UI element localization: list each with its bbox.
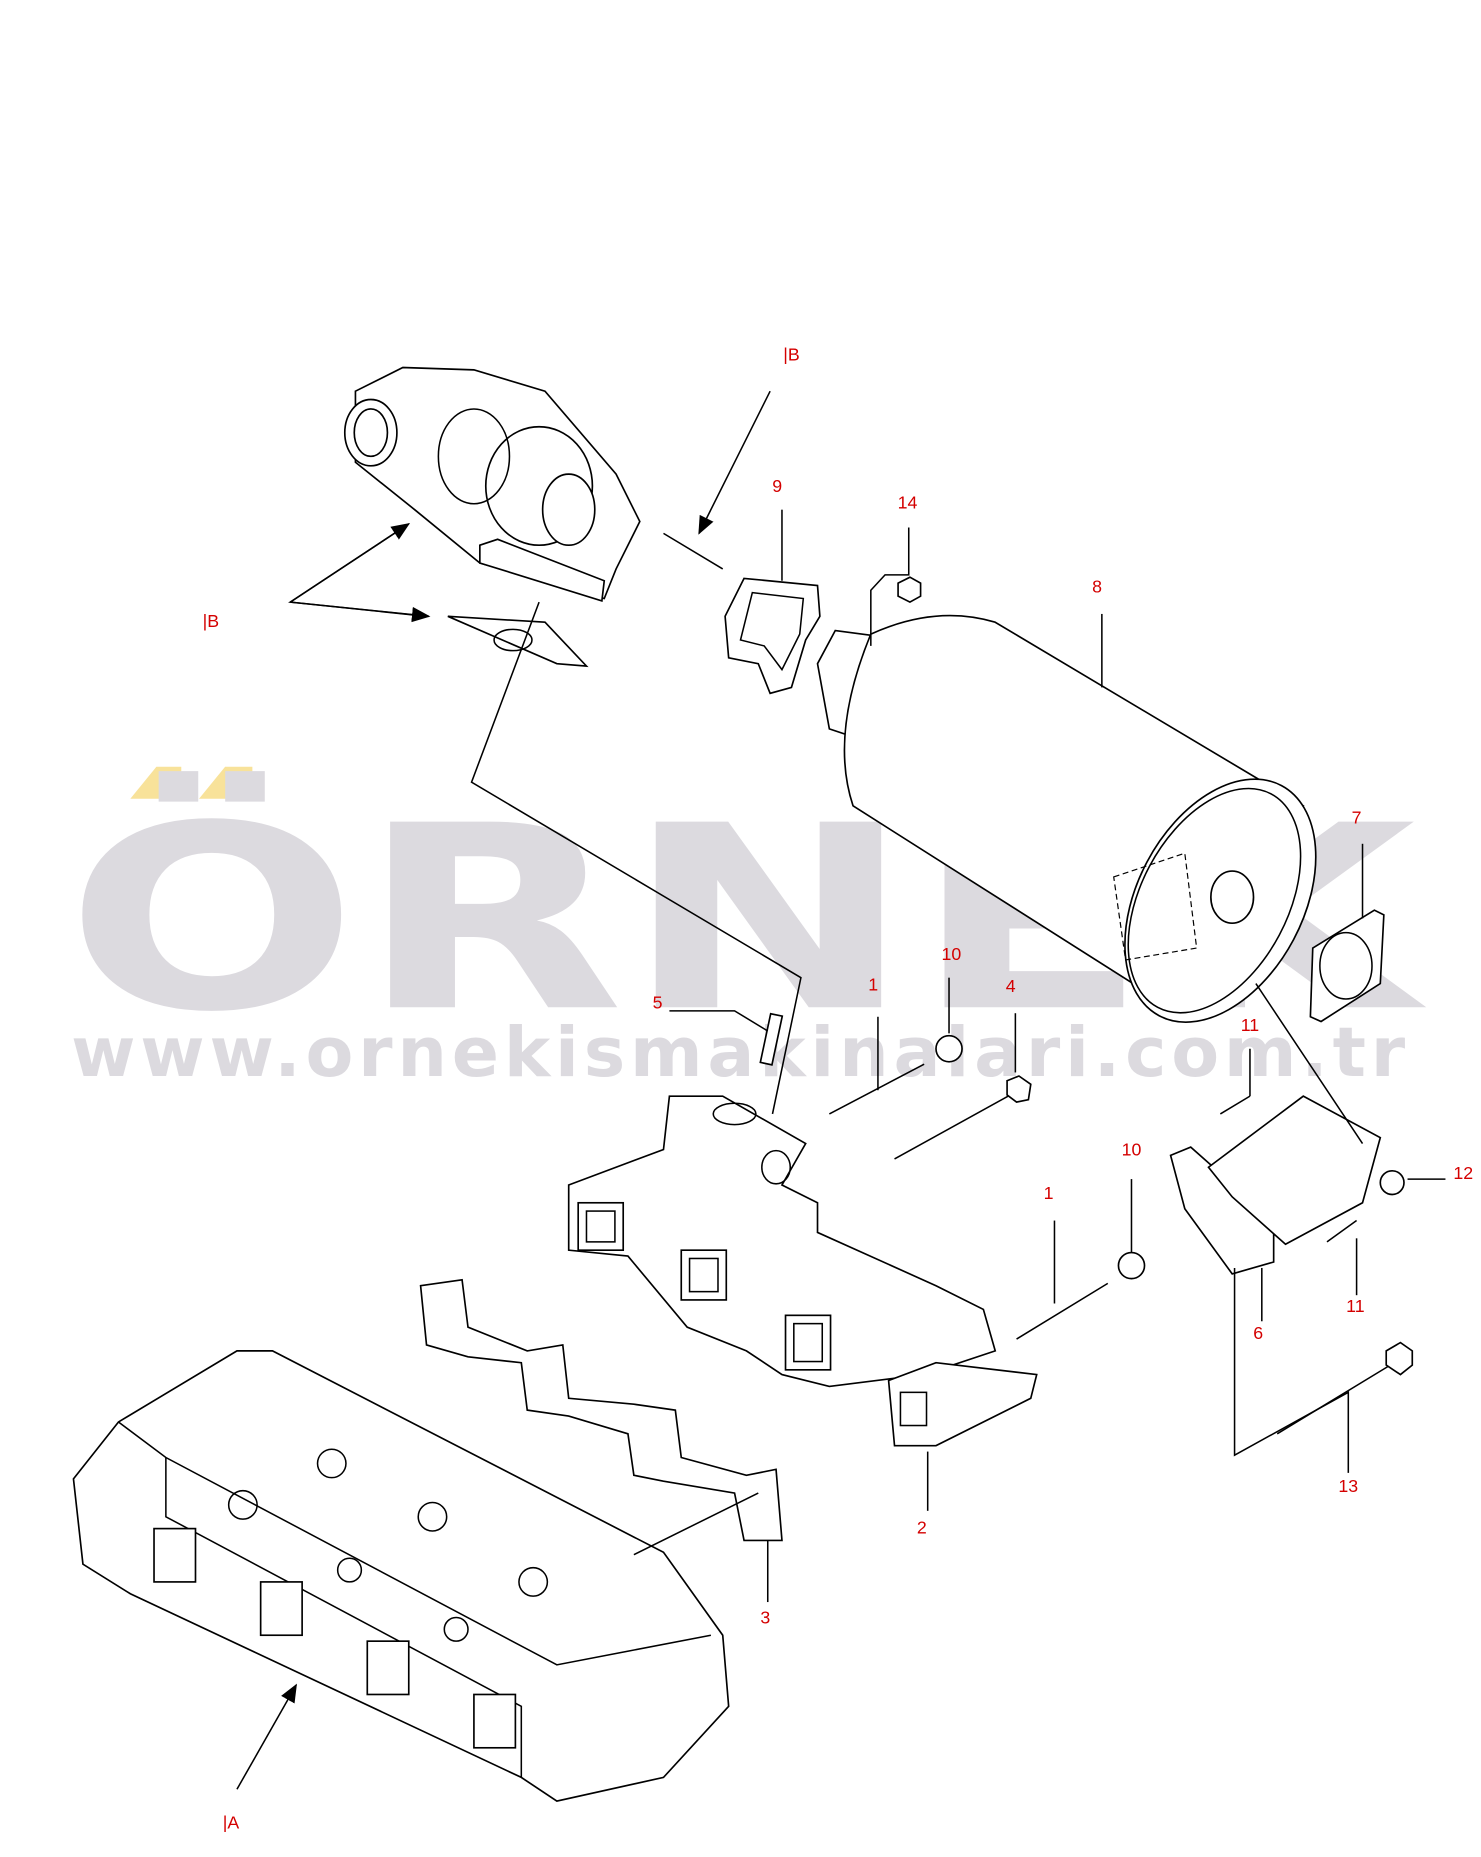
callouts: |B 9 14 8 |B 7 10 1 4 5 11 10 12 1 11 6 … [203, 344, 1473, 1832]
callout-6: 6 [1253, 1323, 1263, 1343]
bracket-6-upper [1207, 1095, 1382, 1246]
callout-11b: 11 [1346, 1296, 1365, 1316]
manifold-gasket-3 [419, 1278, 783, 1542]
washer-10b [1117, 1251, 1146, 1280]
callout-ref-a: |A [223, 1812, 240, 1832]
watermark-accent-mark [130, 766, 182, 799]
callout-1b: 1 [1044, 1183, 1054, 1203]
callout-2: 2 [917, 1517, 927, 1537]
callout-12: 12 [1453, 1163, 1473, 1183]
muffler [843, 614, 1317, 1023]
callout-10b: 10 [1122, 1139, 1142, 1159]
turbocharger [343, 366, 724, 602]
gasket-7 [1309, 909, 1385, 1023]
callout-5: 5 [653, 992, 663, 1012]
callout-1: 1 [868, 975, 878, 995]
watermark-accent-mark [199, 766, 253, 799]
callout-11: 11 [1241, 1015, 1260, 1035]
callout-9: 9 [772, 476, 782, 496]
washer-10 [935, 1034, 963, 1063]
exhaust-manifold [567, 1095, 1038, 1447]
plug-12 [1379, 1169, 1405, 1196]
bolt-13-head [1385, 1341, 1414, 1376]
stud-5 [759, 1012, 784, 1066]
callout-3: 3 [760, 1607, 770, 1627]
cylinder-head [72, 1350, 730, 1802]
turbo-flange-gasket [447, 615, 589, 668]
callout-7: 7 [1352, 808, 1362, 828]
callout-ref-b-left: |B [203, 611, 219, 631]
leader-lines [669, 509, 1446, 1603]
watermark-url: www.ornekismakinalari.com.tr [71, 1013, 1410, 1093]
callout-ref-b-top: |B [783, 344, 799, 364]
bracket-6 [1169, 1146, 1275, 1275]
callout-8: 8 [1092, 577, 1102, 597]
bolt-4-head [1006, 1075, 1032, 1103]
callout-4: 4 [1006, 976, 1016, 996]
callout-14: 14 [898, 492, 918, 512]
nut-14 [897, 576, 922, 604]
callout-13: 13 [1338, 1476, 1358, 1496]
callout-10: 10 [942, 944, 962, 964]
